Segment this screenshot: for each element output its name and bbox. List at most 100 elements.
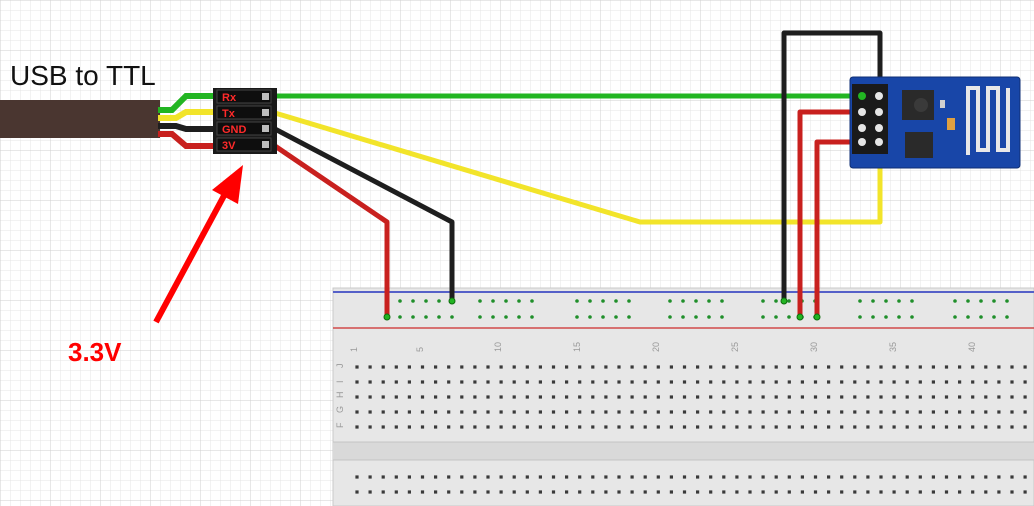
breadboard-hole: [813, 410, 818, 414]
breadboard-hole: [447, 395, 451, 399]
column-labels: 1 5 10 15 20 25 30 35 40: [349, 342, 977, 352]
breadboard-hole: [866, 425, 870, 429]
breadboard-hole: [800, 380, 804, 384]
breadboard-hole: [800, 475, 804, 479]
breadboard-hole: [617, 395, 621, 399]
wire-red-module-chpd: [814, 139, 862, 316]
breadboard-hole: [512, 365, 516, 369]
breadboard-hole: [984, 490, 988, 494]
breadboard-hole: [971, 490, 975, 494]
breadboard-hole: [748, 425, 752, 429]
breadboard-hole: [879, 365, 883, 369]
breadboard-hole: [866, 410, 870, 414]
breadboard-hole: [630, 410, 634, 414]
breadboard-hole: [565, 425, 569, 429]
breadboard-hole: [669, 395, 673, 399]
breadboard-hole: [1010, 425, 1014, 429]
breadboard-hole: [905, 365, 909, 369]
arrow-shaft: [153, 190, 229, 324]
breadboard-hole: [722, 395, 726, 399]
breadboard-hole: [853, 365, 857, 369]
arrow-head: [212, 165, 243, 204]
breadboard-hole: [696, 410, 700, 414]
breadboard-hole: [499, 395, 503, 399]
breadboard-hole: [879, 395, 883, 399]
rail-hole: [398, 315, 402, 319]
rail-hole: [601, 315, 605, 319]
breadboard-hole: [944, 475, 949, 479]
chip-dot: [914, 98, 928, 112]
rail-hole: [707, 299, 711, 303]
wire-end: [780, 297, 788, 305]
pin-label-3v: 3V: [222, 140, 236, 152]
breadboard-hole: [525, 410, 529, 414]
breadboard-hole: [748, 490, 752, 494]
breadboard-hole: [866, 395, 870, 399]
rail-hole: [411, 299, 415, 303]
breadboard-hole: [866, 365, 870, 369]
breadboard-hole: [787, 410, 791, 414]
breadboard-hole: [1023, 490, 1027, 494]
breadboard-hole: [381, 425, 385, 429]
wire-end: [383, 313, 391, 321]
breadboard-hole: [434, 490, 438, 494]
breadboard-hole: [722, 380, 726, 384]
breadboard-hole: [420, 365, 425, 369]
rail-hole: [884, 315, 888, 319]
breadboard-hole: [434, 380, 438, 384]
breadboard-hole: [381, 410, 385, 414]
wire-end: [796, 313, 804, 321]
rail-hole: [884, 299, 888, 303]
breadboard-hole: [381, 490, 385, 494]
breadboard-hole: [447, 425, 451, 429]
breadboard-hole: [394, 380, 398, 384]
breadboard-hole: [565, 475, 569, 479]
header-pin: [858, 124, 866, 132]
header-pin: [875, 138, 883, 146]
rail-hole: [992, 315, 996, 319]
breadboard-hole: [866, 475, 870, 479]
breadboard-hole: [394, 365, 398, 369]
breadboard-hole: [420, 425, 425, 429]
wire-end: [448, 297, 456, 305]
breadboard-hole: [525, 475, 529, 479]
breadboard-hole: [656, 395, 660, 399]
rail-hole: [614, 315, 618, 319]
breadboard-hole: [944, 365, 949, 369]
breadboard-hole: [656, 490, 660, 494]
breadboard-hole: [918, 425, 922, 429]
breadboard-hole: [984, 380, 988, 384]
breadboard-hole: [512, 475, 516, 479]
breadboard-hole: [918, 380, 922, 384]
breadboard-hole: [1010, 395, 1014, 399]
breadboard-hole: [473, 475, 477, 479]
breadboard-hole: [420, 395, 425, 399]
breadboard-hole: [420, 380, 425, 384]
breadboard-hole: [761, 380, 765, 384]
rail-hole: [953, 315, 957, 319]
breadboard-hole: [735, 475, 739, 479]
breadboard-hole: [958, 410, 962, 414]
rail-hole: [858, 315, 862, 319]
breadboard-hole: [984, 395, 988, 399]
breadboard-hole: [748, 365, 752, 369]
breadboard-hole: [997, 410, 1001, 414]
breadboard-hole: [512, 490, 516, 494]
breadboard-hole: [709, 410, 713, 414]
breadboard-hole: [420, 490, 425, 494]
pin-contact: [262, 125, 269, 132]
column-label: 40: [967, 342, 977, 352]
breadboard-hole: [604, 365, 608, 369]
breadboard-hole: [604, 475, 608, 479]
breadboard-hole: [879, 425, 883, 429]
breadboard-hole: [813, 425, 818, 429]
breadboard-hole: [827, 395, 831, 399]
wire-black-gnd: [273, 126, 455, 300]
voltage-annotation: 3.3V: [68, 337, 122, 367]
rail-hole: [979, 315, 983, 319]
terminal-holes: [355, 365, 1027, 494]
breadboard-hole: [499, 475, 503, 479]
rail-hole: [966, 315, 970, 319]
rail-hole: [681, 299, 685, 303]
